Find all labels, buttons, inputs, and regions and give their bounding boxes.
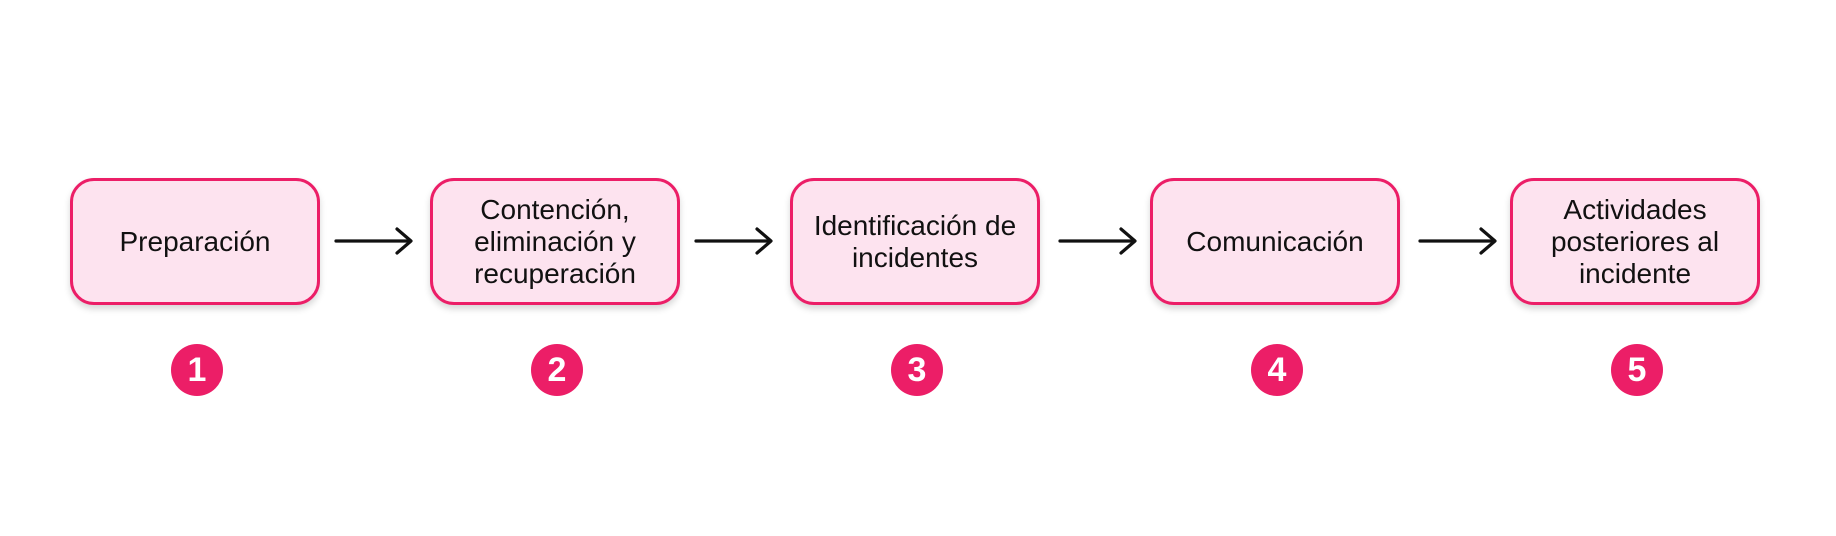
step-box-comunicacion: Comunicación: [1150, 178, 1400, 305]
right-arrow-icon: [694, 227, 773, 255]
step-number: 1: [187, 351, 207, 389]
step-number-badge: 2: [531, 344, 583, 396]
step-label: Identificación de incidentes: [813, 209, 1017, 273]
step-number-badge: 1: [171, 344, 223, 396]
step-number-badge: 5: [1611, 344, 1663, 396]
step-number: 5: [1627, 351, 1647, 389]
step-box-identificacion: Identificación de incidentes: [790, 178, 1040, 305]
right-arrow-icon: [1418, 227, 1497, 255]
step-number: 3: [907, 351, 927, 389]
step-label: Contención, eliminación y recuperación: [474, 193, 636, 289]
step-label: Comunicación: [1186, 225, 1364, 257]
right-arrow-icon: [334, 227, 413, 255]
step-label: Preparación: [119, 225, 271, 257]
step-number-badge: 4: [1251, 344, 1303, 396]
step-box-preparacion: Preparación: [70, 178, 320, 305]
step-number-badge: 3: [891, 344, 943, 396]
step-box-actividades-posteriores: Actividades posteriores al incidente: [1510, 178, 1760, 305]
step-label: Actividades posteriores al incidente: [1550, 193, 1720, 289]
step-number: 2: [547, 351, 567, 389]
step-number: 4: [1267, 351, 1287, 389]
right-arrow-icon: [1058, 227, 1137, 255]
step-box-contencion: Contención, eliminación y recuperación: [430, 178, 680, 305]
